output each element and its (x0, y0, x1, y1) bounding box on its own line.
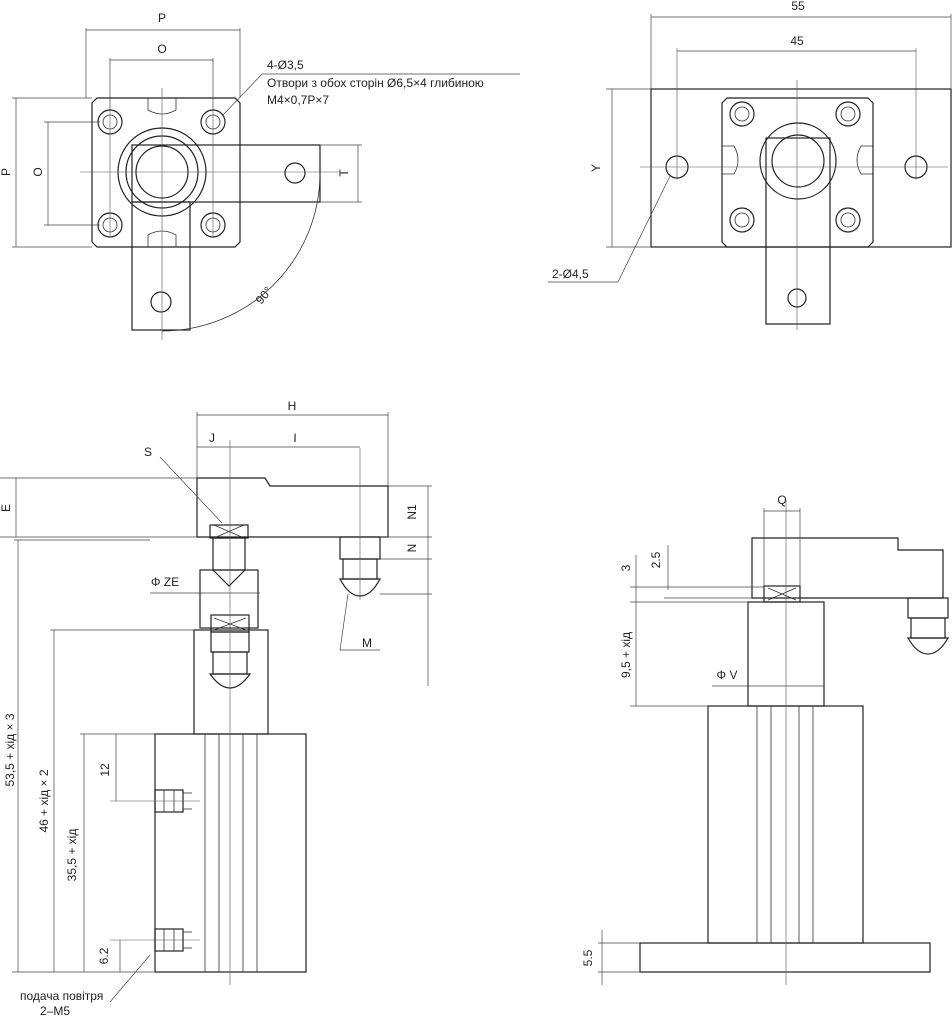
dim-12: 12 (98, 763, 112, 777)
dim-3: 3 (619, 564, 633, 571)
bottom-right-view: Q 3 2.5 9,5 + хід Φ V 5.5 (581, 493, 950, 985)
dim-53-5: 53,5 + хід × 3 (3, 713, 17, 786)
dim-T: T (337, 169, 351, 177)
dim-E: E (0, 504, 13, 512)
tr-corner-bolts (729, 101, 861, 233)
dim-5-5: 5.5 (581, 949, 595, 966)
dim-P-side: P (0, 168, 13, 176)
dim-S: S (144, 445, 152, 459)
dim-Y: Y (589, 164, 603, 172)
dim-9-5: 9,5 + хід (619, 632, 633, 678)
top-left-view: P O P O T 90° 4-Ø3,5 Отвори з обох сторі… (0, 11, 520, 340)
dim-2-5: 2.5 (649, 551, 663, 568)
dim-I: I (293, 431, 296, 445)
dim-N1: N1 (405, 504, 419, 520)
dim-6-2: 6.2 (97, 947, 111, 964)
dim-P-top: P (158, 11, 166, 25)
air-supply-label: подача повітря (20, 989, 103, 1003)
dim-55: 55 (791, 0, 805, 13)
angle-label: 90° (253, 284, 276, 307)
dim-O-top: O (157, 42, 166, 56)
dim-35-5: 35,5 + хід (65, 829, 79, 882)
dim-O-side: O (31, 167, 45, 176)
holes-note: 2-Ø4,5 (552, 267, 589, 281)
hole-note-line2: Отвори з обох сторін Ø6,5×4 глибиною (267, 76, 484, 90)
dim-V: Φ V (717, 668, 738, 682)
dim-46: 46 + хід × 2 (37, 769, 51, 832)
dim-45: 45 (790, 34, 804, 48)
dim-J: J (209, 431, 215, 445)
dim-ZE: Φ ZE (151, 575, 179, 589)
dim-N: N (405, 544, 419, 553)
top-right-view: 55 45 Y 2-Ø4,5 (548, 0, 952, 330)
hole-note-line1: 4-Ø3,5 (267, 58, 304, 72)
dim-H: H (288, 399, 297, 413)
dim-M: M (362, 636, 372, 650)
air-supply-thread: 2–M5 (40, 1004, 70, 1018)
dim-Q: Q (777, 493, 786, 507)
bottom-left-view: H J I S E N1 N Φ ZE M 53,5 + хід × 3 46 … (0, 399, 432, 1018)
hole-note-line3: M4×0,7P×7 (267, 93, 329, 107)
